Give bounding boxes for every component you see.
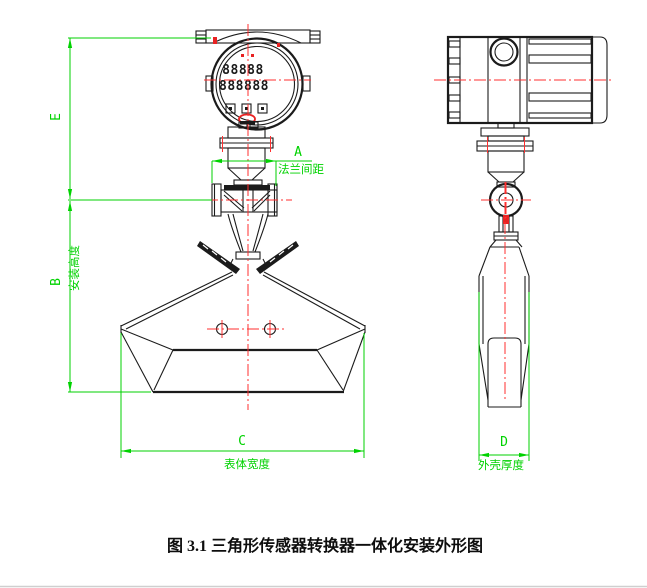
dimension-c: C 表体宽度 [120, 333, 365, 471]
head-right-lug [309, 30, 321, 44]
neck-plate-side [480, 127, 530, 137]
lcd-row1: 88888 [222, 63, 264, 78]
side-view [446, 35, 608, 408]
arrow-c-right [354, 448, 364, 454]
lcd-row2: 888888 [219, 79, 269, 94]
transmitter-head-front: 88888 888888 [195, 29, 321, 131]
neck-cone [227, 167, 266, 181]
label-a: A [294, 145, 302, 160]
dimension-d: D 外壳厚度 [478, 292, 530, 472]
slab-shoulders [478, 246, 530, 277]
head-left-bolt [205, 75, 214, 92]
arrow-d-left [479, 452, 489, 458]
label-d: D [500, 435, 508, 450]
note-a: 法兰间距 [278, 162, 324, 176]
keypad [225, 103, 268, 114]
button-right [257, 103, 268, 114]
note-b: 安装高度 [67, 245, 81, 291]
figure-caption: 图 3.1 三角形传感器转换器一体化安装外形图 [167, 536, 483, 555]
body-inner-slope-lines [125, 274, 361, 330]
button-left [225, 103, 236, 114]
conduit-entry-inner [494, 42, 514, 62]
neck-box-side [487, 150, 525, 173]
lcd-indicator-left [241, 54, 244, 57]
label-b: B [49, 278, 64, 286]
lcd-indicator-right [251, 54, 254, 57]
lcd-display: 88888 888888 [219, 54, 269, 94]
arrow-b-bottom [67, 382, 73, 392]
slab-inner-shell [487, 337, 522, 408]
centerlines [204, 24, 612, 410]
dimension-b: B 安装高度 [49, 201, 81, 392]
label-e: E [49, 113, 64, 121]
head-side-endcap [592, 36, 608, 124]
pipe-funnel-lines [223, 190, 271, 212]
neck-cone-side [487, 171, 525, 183]
neck-flange-front [219, 121, 274, 186]
venturi-outer [227, 213, 269, 253]
neck-box [227, 147, 266, 169]
label-c: C [238, 434, 246, 449]
right-cover-ribs [528, 38, 592, 119]
conduit-entry-outer [489, 37, 519, 67]
venturi-inner [232, 213, 264, 252]
dimension-annotations: E B 安装高度 A 法兰间距 C 表体宽度 [49, 37, 530, 472]
arrow-c-left [121, 448, 131, 454]
sensor-body-front [120, 241, 366, 394]
note-d: 外壳厚度 [478, 458, 524, 472]
arrow-d-right [519, 452, 529, 458]
neck-flange-side [476, 122, 534, 188]
dimension-a: A 法兰间距 [211, 145, 324, 186]
arrow-e-top [67, 38, 73, 48]
button-middle [241, 103, 252, 114]
head-left-lug [195, 30, 207, 44]
head-mid-ring [215, 42, 299, 126]
band-teal-mark [213, 37, 217, 44]
facet-lines [120, 328, 366, 391]
front-view: 88888 888888 [120, 29, 366, 394]
arrow-e-bottom [67, 189, 73, 199]
stem-red-mark [503, 215, 509, 224]
slab-taper [478, 343, 530, 401]
body-top-edges [120, 271, 366, 393]
band-blue-mark [277, 43, 280, 47]
note-c: 表体宽度 [224, 457, 270, 471]
dimension-e: E [49, 38, 73, 199]
pipe-section-front [211, 183, 278, 268]
sensor-body-side [478, 246, 530, 408]
head-outer-ring [210, 37, 304, 131]
arrow-a-right [266, 158, 276, 164]
arrow-a-left [212, 158, 222, 164]
arrow-b-top [67, 201, 73, 211]
head-dome-arc [212, 31, 302, 44]
pipe-body [220, 189, 278, 213]
pipe-top-band [224, 185, 270, 190]
head-right-bolt [302, 75, 311, 92]
